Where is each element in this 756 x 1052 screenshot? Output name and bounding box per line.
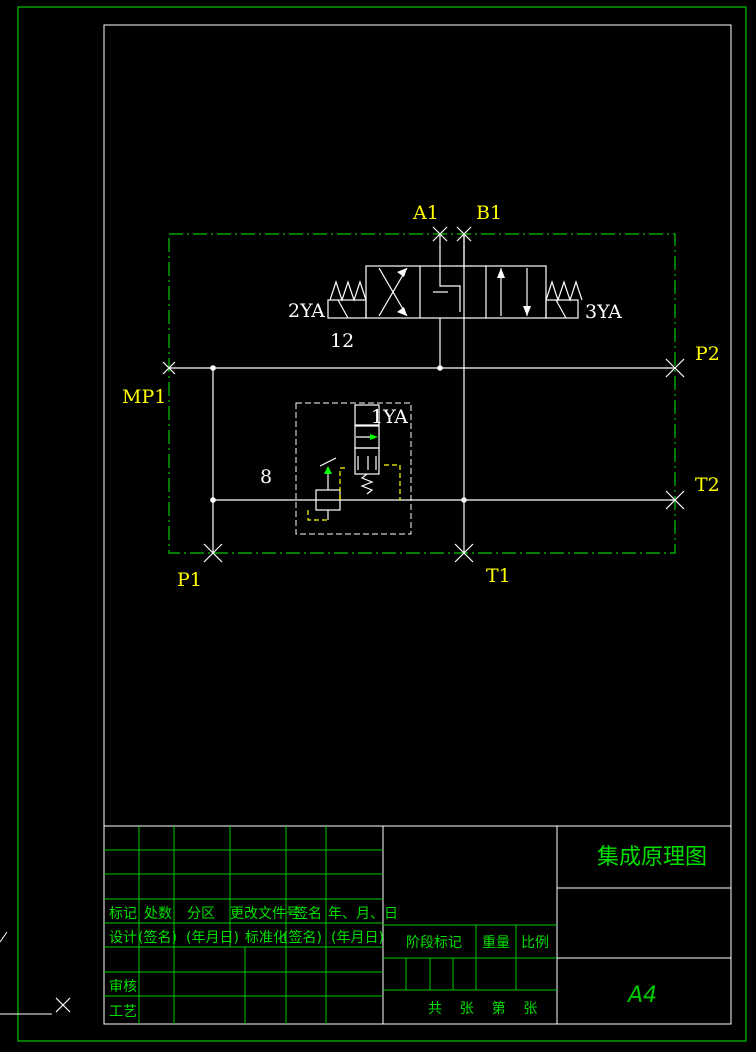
tb-std-sign: (签名) bbox=[283, 929, 322, 946]
tb-header-mark: 标记 bbox=[109, 906, 137, 922]
port-p1-label: P1 bbox=[177, 569, 202, 591]
outer-frame bbox=[17, 6, 747, 1042]
port-t2-label: T2 bbox=[695, 474, 720, 496]
port-t1-marker bbox=[454, 543, 474, 563]
tb-process: 工艺 bbox=[109, 1004, 137, 1020]
tb-stage-mark: 阶段标记 bbox=[406, 935, 462, 951]
solenoid-1ya-label: 1YA bbox=[371, 406, 408, 428]
piping bbox=[169, 234, 675, 553]
port-t1-label: T1 bbox=[486, 565, 511, 587]
solenoid-2ya-label: 2YA bbox=[288, 300, 325, 322]
port-mp1-label: MP1 bbox=[122, 386, 166, 408]
port-b1-label: B1 bbox=[476, 202, 502, 224]
sheet-size: A4 bbox=[626, 983, 657, 1008]
title-block-grid bbox=[103, 825, 732, 1025]
tb-scale: 比例 bbox=[521, 935, 549, 951]
tb-std-date: (年月日) bbox=[331, 930, 384, 946]
tb-standardization: 标准化 bbox=[245, 930, 287, 946]
port-markers bbox=[55, 226, 685, 1013]
port-mp1-marker bbox=[162, 361, 176, 375]
tb-header-date: 年、月、日 bbox=[328, 906, 398, 922]
valve-8-body bbox=[315, 404, 380, 520]
tb-weight: 重量 bbox=[482, 935, 510, 951]
valve-12-arrowheads bbox=[397, 268, 531, 316]
tb-header-change-doc: 更改文件号 bbox=[230, 906, 300, 922]
port-p2-label: P2 bbox=[695, 343, 720, 365]
solenoid-3ya-label: 3YA bbox=[585, 301, 622, 323]
valve-8-boundary bbox=[295, 402, 412, 535]
left-edge-tick bbox=[0, 931, 8, 943]
tb-header-zone: 分区 bbox=[187, 906, 215, 922]
tb-header-count: 处数 bbox=[144, 906, 172, 922]
port-t2-marker bbox=[665, 490, 685, 510]
manifold-boundary bbox=[168, 233, 676, 554]
junction-dots bbox=[210, 365, 467, 503]
valve-8-number: 8 bbox=[260, 466, 272, 488]
port-a1-label: A1 bbox=[412, 202, 439, 224]
tb-sheets: 共 张 第 张 bbox=[428, 1000, 537, 1017]
port-b1-marker bbox=[456, 226, 472, 242]
valve-12-number: 12 bbox=[330, 330, 354, 352]
tb-header-signature: 签名 bbox=[294, 905, 322, 922]
tb-review: 审核 bbox=[109, 979, 137, 995]
valve-8-spring-arrow bbox=[324, 466, 332, 474]
valve-8-pilot-lines bbox=[307, 464, 401, 521]
left-edge-marker bbox=[55, 997, 71, 1013]
port-p2-marker bbox=[665, 358, 685, 378]
port-p1-marker bbox=[203, 543, 223, 563]
tb-design: 设计 bbox=[109, 930, 137, 946]
drawing-name: 集成原理图 bbox=[597, 845, 707, 870]
tb-design-date: (年月日) bbox=[186, 930, 239, 946]
directional-valve-12 bbox=[327, 265, 583, 319]
port-a1-marker bbox=[432, 226, 448, 242]
valve-8-flow-arrow bbox=[370, 434, 378, 440]
tb-design-sign: (签名) bbox=[138, 929, 177, 946]
